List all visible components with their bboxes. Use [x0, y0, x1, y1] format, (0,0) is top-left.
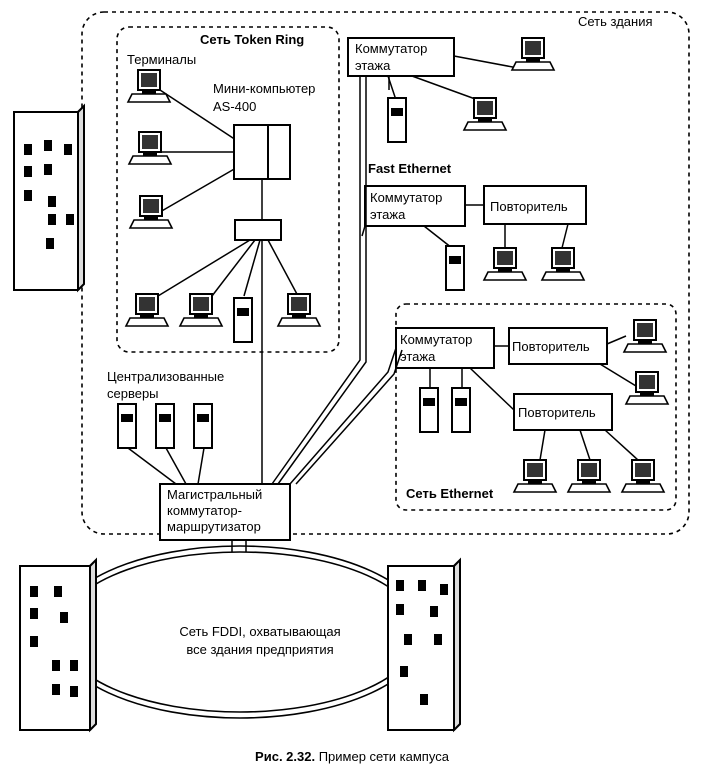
building-icon [19, 557, 97, 733]
workstation-icon [463, 97, 507, 131]
workstation-icon [511, 37, 555, 71]
floor-switch-2 [364, 185, 466, 227]
workstation-icon [567, 459, 611, 493]
workstation-icon [483, 247, 527, 281]
server-icon [117, 403, 137, 449]
server-icon [193, 403, 213, 449]
floor-switch-3 [395, 327, 495, 369]
workstation-icon [179, 293, 223, 327]
server-icon [451, 387, 471, 433]
fddi-label-line2: все здания предприятия [186, 642, 333, 657]
minicomputer-label-line2: AS-400 [213, 99, 256, 114]
workstation-icon [623, 319, 667, 353]
floor-switch-1-label-line2: этажа [355, 58, 391, 73]
terminals-label: Терминалы [127, 52, 196, 67]
workstation-icon [125, 293, 169, 327]
server-icon [419, 387, 439, 433]
token-ring-label: Сеть Token Ring [200, 32, 304, 47]
floor-switch-3-label-line1: Коммутатор [400, 332, 472, 347]
floor-switch-3-label-line2: этажа [400, 349, 436, 364]
repeater-3-label: Повторитель [518, 405, 596, 420]
workstation-icon [277, 293, 321, 327]
floor-switch-1-label-line1: Коммутатор [355, 41, 427, 56]
token-ring-hub-icon [234, 219, 282, 241]
minicomputer-as400-icon [233, 124, 291, 180]
repeater-2-label: Повторитель [512, 339, 590, 354]
repeater-2 [508, 327, 608, 365]
building-icon [13, 103, 85, 293]
workstation-icon [513, 459, 557, 493]
server-icon [445, 245, 465, 291]
terminal-icon [129, 195, 173, 229]
server-icon [155, 403, 175, 449]
centralized-servers-label-line2: серверы [107, 386, 159, 401]
backbone-label-line3: маршрутизатор [167, 519, 261, 534]
backbone-label-line1: Магистральный [167, 487, 262, 502]
minicomputer-label-line1: Мини-компьютер [213, 81, 315, 96]
workstation-icon [621, 459, 665, 493]
server-icon [387, 97, 407, 143]
repeater-3 [513, 393, 613, 431]
token-ring-area [116, 26, 340, 353]
building-icon [387, 557, 461, 733]
workstation-icon [625, 371, 669, 405]
floor-switch-1 [347, 37, 455, 77]
repeater-1-label: Повторитель [490, 199, 568, 214]
floor-switch-2-label-line1: Коммутатор [370, 190, 442, 205]
backbone-switch-router [159, 483, 291, 541]
backbone-label-line2: коммутатор- [167, 503, 242, 518]
building-network-area [81, 11, 690, 535]
ethernet-network-area [395, 303, 677, 511]
figure-caption-text: Пример сети кампуса [315, 749, 450, 764]
figure-caption-number: Рис. 2.32. [255, 749, 315, 764]
fast-ethernet-label: Fast Ethernet [368, 161, 452, 176]
fddi-label-line1: Сеть FDDI, охватывающая [179, 624, 340, 639]
figure-caption: Рис. 2.32. Пример сети кампуса [255, 749, 450, 764]
centralized-servers-label-line1: Централизованные [107, 369, 224, 384]
building-network-label: Сеть здания [578, 14, 653, 29]
ethernet-network-label: Сеть Ethernet [406, 486, 494, 501]
terminal-icon [128, 131, 172, 165]
server-icon [233, 297, 253, 343]
terminal-icon [127, 69, 171, 103]
workstation-icon [541, 247, 585, 281]
floor-switch-2-label-line2: этажа [370, 207, 406, 222]
